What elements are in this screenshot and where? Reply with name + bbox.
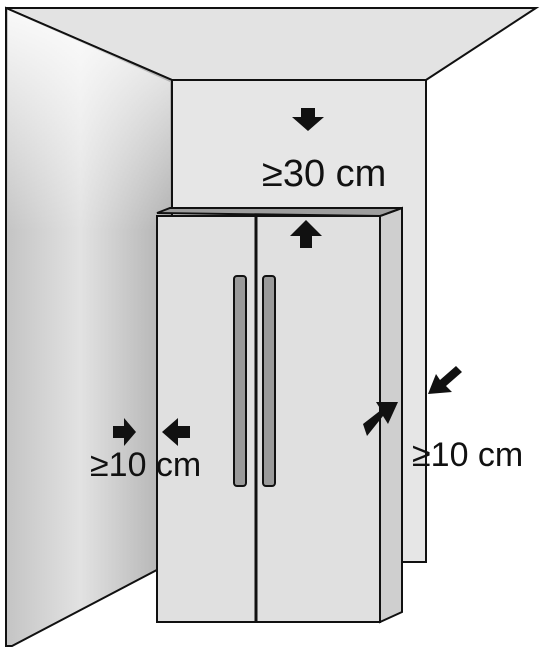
clearance-arrows xyxy=(113,108,462,446)
right-clearance-inward-arrow xyxy=(428,366,462,394)
left-clearance-right-arrow xyxy=(113,418,136,446)
left-clearance-left-arrow xyxy=(162,418,190,446)
top-clearance-up-arrow xyxy=(290,220,322,248)
fridge-left-handle xyxy=(233,275,247,487)
left-wall-highlight xyxy=(8,10,170,642)
fridge-right-door xyxy=(255,215,381,623)
right-clearance-outward-arrow xyxy=(363,402,398,436)
fridge-right-handle xyxy=(262,275,276,487)
top-clearance-down-arrow xyxy=(292,108,324,131)
top-clearance-label: ≥30 cm xyxy=(262,153,386,195)
refrigerator xyxy=(156,206,403,624)
left-clearance-label: ≥10 cm xyxy=(90,446,201,484)
right-clearance-label: ≥10 cm xyxy=(412,436,523,474)
